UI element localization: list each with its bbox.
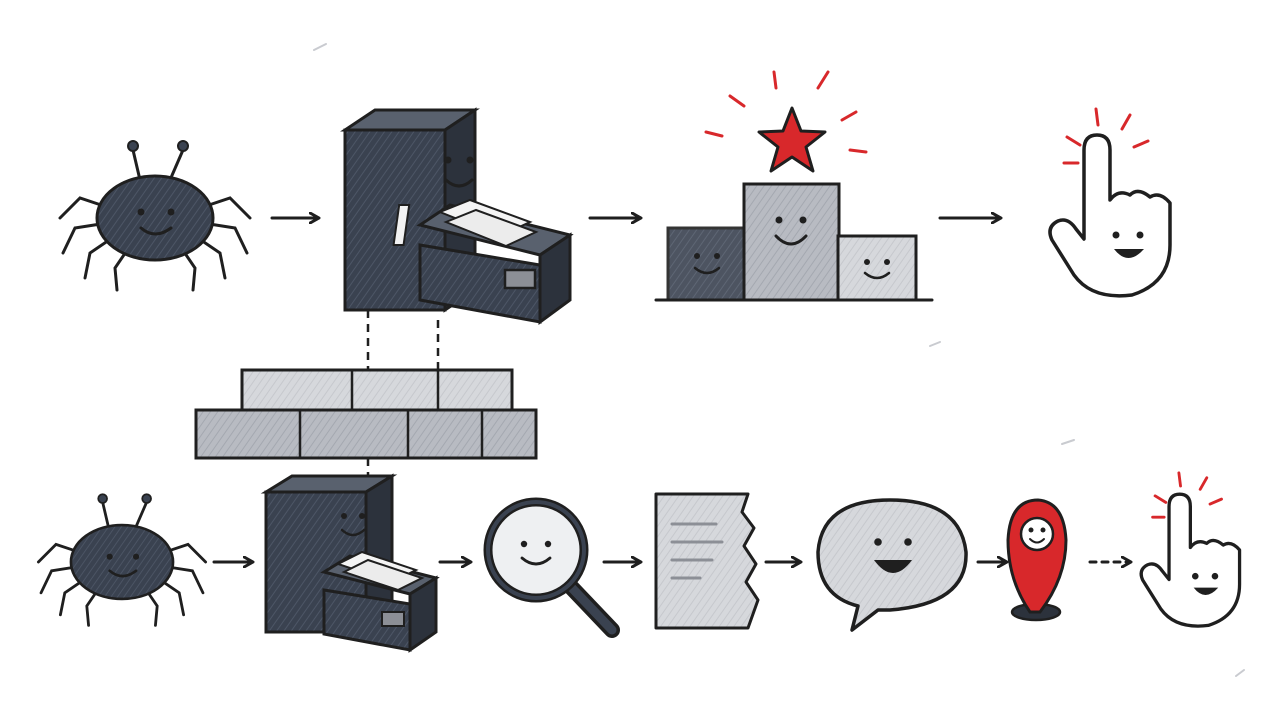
foundation-bricks — [194, 368, 538, 460]
index-filing-cabinet-icon — [260, 473, 440, 653]
search-magnifier-icon — [483, 497, 620, 638]
document-page-icon — [654, 492, 760, 630]
user-click-hand-icon — [1139, 471, 1242, 628]
sketch-marks — [313, 43, 1245, 677]
ranking-podium-icon — [654, 70, 934, 302]
star-icon — [757, 106, 827, 173]
index-filing-cabinet-icon — [340, 107, 574, 325]
user-click-hand-icon — [1048, 107, 1172, 298]
click-burst-lines — [1062, 107, 1150, 165]
click-burst-lines — [1151, 471, 1223, 519]
location-pin-icon — [1006, 498, 1068, 622]
crawler-spider-icon — [36, 493, 208, 627]
answer-speech-bubble-icon — [816, 498, 968, 632]
crawler-spider-icon — [58, 140, 252, 292]
sparkle-lines — [704, 70, 868, 154]
